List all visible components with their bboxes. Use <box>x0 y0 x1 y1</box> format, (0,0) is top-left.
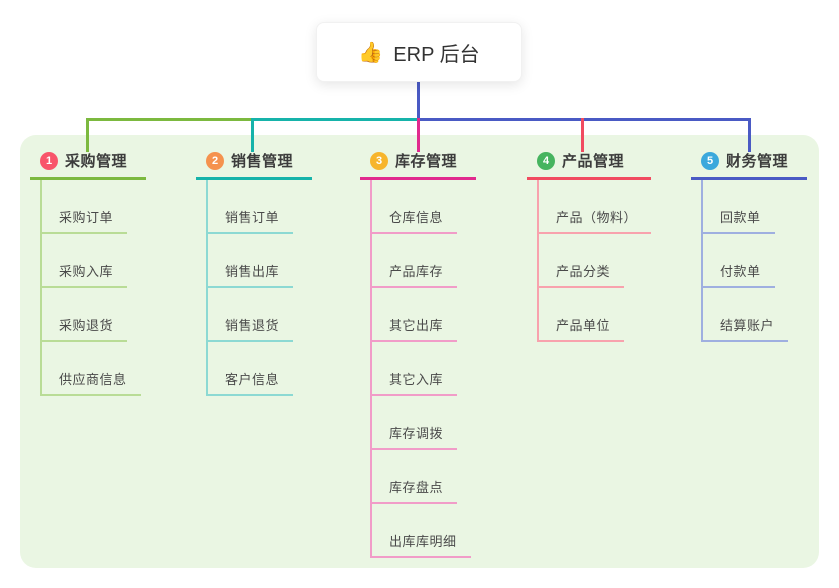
branch-1: 1 采购管理采购订单采购入库采购退货供应商信息 <box>30 150 146 396</box>
child-node-label: 产品分类 <box>539 261 625 288</box>
branch-children: 仓库信息产品库存其它出库其它入库库存调拨库存盘点出库库明细 <box>370 180 476 558</box>
child-node[interactable]: 回款单 <box>703 180 775 234</box>
child-node-label: 供应商信息 <box>42 369 141 396</box>
child-node-label: 采购入库 <box>42 261 128 288</box>
child-node-label: 出库库明细 <box>372 531 471 558</box>
child-node[interactable]: 采购退货 <box>42 288 128 342</box>
child-node-label: 销售订单 <box>208 207 294 234</box>
child-node[interactable]: 库存调拨 <box>372 396 458 450</box>
branch-drop-line-4 <box>581 118 584 152</box>
root-node[interactable]: 👍 ERP 后台 <box>316 22 522 82</box>
branch-title-label: 产品管理 <box>562 153 625 170</box>
child-node[interactable]: 销售出库 <box>208 234 294 288</box>
branch-2: 2 销售管理销售订单销售出库销售退货客户信息 <box>196 150 312 396</box>
branch-children: 产品（物料） 产品分类产品单位 <box>537 180 652 342</box>
branch-number-badge: 3 <box>370 151 388 170</box>
child-node[interactable]: 产品单位 <box>539 288 625 342</box>
child-node[interactable]: 产品库存 <box>372 234 458 288</box>
branch-number-badge: 5 <box>701 151 719 170</box>
branch-node-2[interactable]: 2 销售管理 <box>196 150 312 180</box>
child-node[interactable]: 产品分类 <box>539 234 625 288</box>
child-node[interactable]: 销售退货 <box>208 288 294 342</box>
child-node[interactable]: 客户信息 <box>208 342 294 396</box>
child-node-label: 仓库信息 <box>372 207 458 234</box>
child-node-label: 库存盘点 <box>372 477 458 504</box>
branch-children: 销售订单销售出库销售退货客户信息 <box>206 180 312 396</box>
branch-drop-line-1 <box>86 118 89 152</box>
branch-5: 5 财务管理回款单付款单结算账户 <box>691 150 807 342</box>
branch-node-5[interactable]: 5 财务管理 <box>691 150 807 180</box>
child-node-label: 销售出库 <box>208 261 294 288</box>
child-node[interactable]: 库存盘点 <box>372 450 458 504</box>
child-node-label: 其它入库 <box>372 369 458 396</box>
child-node-label: 采购订单 <box>42 207 128 234</box>
branch-number-badge: 2 <box>206 151 224 170</box>
child-node[interactable]: 仓库信息 <box>372 180 458 234</box>
branch-drop-line-5 <box>748 118 751 152</box>
branch-children: 采购订单采购入库采购退货供应商信息 <box>40 180 146 396</box>
branch-title-label: 销售管理 <box>231 153 294 170</box>
branch-children: 回款单付款单结算账户 <box>701 180 807 342</box>
branches-panel <box>20 135 819 568</box>
child-node-label: 销售退货 <box>208 315 294 342</box>
child-node-label: 产品单位 <box>539 315 625 342</box>
child-node-label: 客户信息 <box>208 369 294 396</box>
branch-number-badge: 1 <box>40 151 58 170</box>
child-node[interactable]: 出库库明细 <box>372 504 471 558</box>
bus-segment-1 <box>86 118 251 121</box>
root-title: ERP 后台 <box>393 43 480 66</box>
branch-node-1[interactable]: 1 采购管理 <box>30 150 146 180</box>
branch-drop-line-2 <box>251 118 254 152</box>
branch-3: 3 库存管理仓库信息产品库存其它出库其它入库库存调拨库存盘点出库库明细 <box>360 150 476 558</box>
child-node-label: 回款单 <box>703 207 775 234</box>
child-node[interactable]: 付款单 <box>703 234 775 288</box>
child-node-label: 采购退货 <box>42 315 128 342</box>
child-node[interactable]: 其它入库 <box>372 342 458 396</box>
branch-number-badge: 4 <box>537 151 555 170</box>
branch-node-4[interactable]: 4 产品管理 <box>527 150 652 180</box>
branch-title-label: 财务管理 <box>726 153 789 170</box>
child-node[interactable]: 采购入库 <box>42 234 128 288</box>
bus-segment-3 <box>417 118 751 121</box>
child-node[interactable]: 供应商信息 <box>42 342 141 396</box>
branch-title-label: 库存管理 <box>395 153 458 170</box>
child-node[interactable]: 产品（物料） <box>539 180 652 234</box>
child-node-label: 库存调拨 <box>372 423 458 450</box>
child-node-label: 结算账户 <box>703 315 789 342</box>
child-node-label: 付款单 <box>703 261 775 288</box>
branch-node-3[interactable]: 3 库存管理 <box>360 150 476 180</box>
root-connector-line <box>417 82 420 121</box>
child-node-label: 产品库存 <box>372 261 458 288</box>
branch-title-label: 采购管理 <box>65 153 128 170</box>
branch-drop-line-3 <box>417 118 420 152</box>
child-node[interactable]: 采购订单 <box>42 180 128 234</box>
child-node[interactable]: 结算账户 <box>703 288 789 342</box>
bus-segment-2 <box>251 118 417 121</box>
child-node[interactable]: 其它出库 <box>372 288 458 342</box>
child-node[interactable]: 销售订单 <box>208 180 294 234</box>
child-node-label: 产品（物料） <box>539 207 652 234</box>
child-node-label: 其它出库 <box>372 315 458 342</box>
thumbs-up-icon: 👍 <box>358 41 384 64</box>
branch-4: 4 产品管理产品（物料） 产品分类产品单位 <box>527 150 652 342</box>
